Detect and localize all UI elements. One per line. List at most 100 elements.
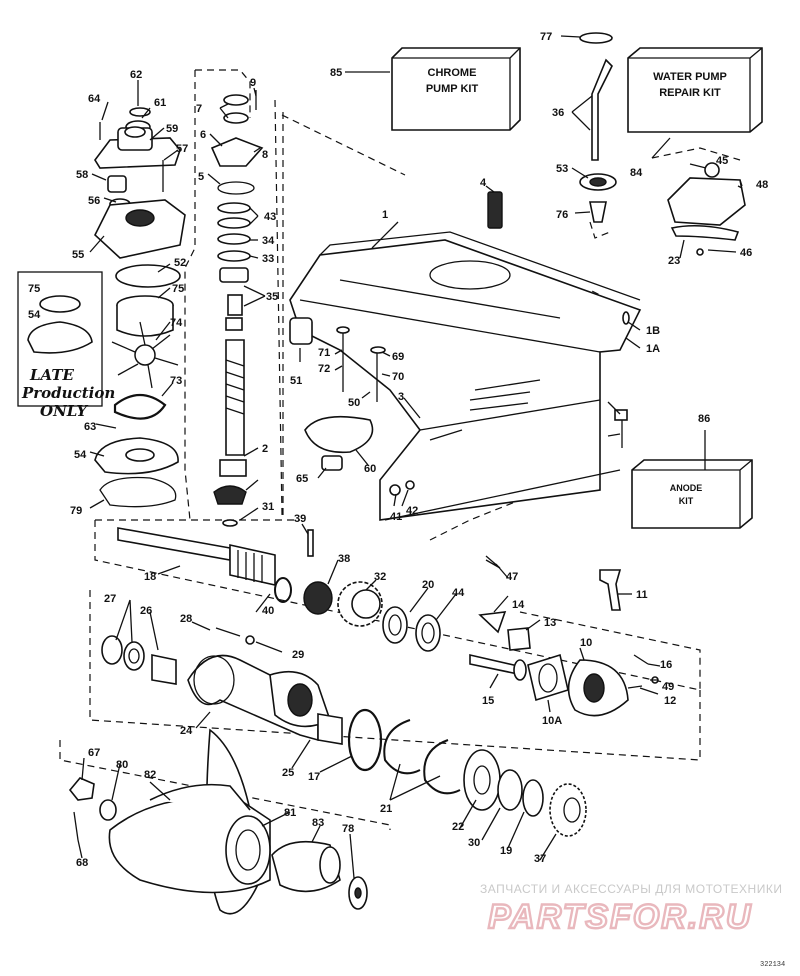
part-label: 20 — [422, 579, 434, 591]
part-label: 44 — [452, 587, 465, 599]
part-label: 15 — [482, 695, 494, 707]
part-label: 50 — [348, 397, 360, 409]
part-label: 33 — [262, 253, 274, 265]
part-label: 72 — [318, 363, 330, 375]
part-label: 53 — [556, 163, 568, 175]
chrome-pump-kit-line1: CHROME — [428, 67, 477, 79]
water-tube-parts — [579, 32, 746, 256]
anode-kit-line2: KIT — [679, 496, 694, 506]
leader-lines — [77, 35, 743, 879]
part-label: 40 — [262, 605, 274, 617]
part-label: 65 — [296, 473, 308, 485]
water-pump-kit-line1: WATER PUMP — [653, 71, 727, 83]
part-label: 21 — [380, 803, 392, 815]
part-label: 49 — [662, 681, 674, 693]
part-label: 2 — [262, 443, 268, 455]
part-label: 80 — [116, 759, 128, 771]
watermark-line1: ЗАПЧАСТИ И АКСЕССУАРЫ ДЛЯ МОТОТЕХНИКИ — [480, 882, 782, 896]
part-label: 10 — [580, 637, 592, 649]
part-label: 76 — [556, 209, 568, 221]
part-label: 39 — [294, 513, 306, 525]
part-label: 24 — [180, 725, 193, 737]
part-label: 71 — [318, 347, 330, 359]
part-label: 51 — [290, 375, 302, 387]
part-label: 46 — [740, 247, 752, 259]
bearing-housing — [101, 635, 587, 837]
part-label: 81 — [284, 807, 296, 819]
part-label: 54 — [74, 449, 87, 461]
part-label: 82 — [144, 769, 156, 781]
chrome-pump-kit-box: CHROME PUMP KIT — [391, 47, 521, 131]
chrome-pump-kit-line2: PUMP KIT — [426, 83, 479, 95]
anode-kit-box: ANODE KIT — [631, 459, 753, 529]
part-label: 36 — [552, 107, 564, 119]
part-label: 58 — [76, 169, 88, 181]
part-label: 16 — [660, 659, 672, 671]
part-label: 78 — [342, 823, 354, 835]
part-label: 56 — [88, 195, 100, 207]
part-label: 61 — [154, 97, 166, 109]
part-label: 10A — [542, 715, 562, 727]
part-label: 83 — [312, 817, 324, 829]
water-pump-repair-kit-box: WATER PUMP REPAIR KIT — [627, 47, 763, 133]
part-label: 77 — [540, 31, 552, 43]
part-label: 55 — [72, 249, 84, 261]
part-label: 17 — [308, 771, 320, 783]
label-86: 86 — [698, 413, 710, 425]
part-label: 11 — [636, 589, 648, 601]
part-label: 42 — [406, 505, 418, 517]
water-pump-kit-line2: REPAIR KIT — [659, 87, 721, 99]
part-label: 9 — [250, 77, 256, 89]
part-label: 79 — [70, 505, 82, 517]
late-production-box: LATE Production ONLY — [17, 271, 115, 420]
part-label: 67 — [88, 747, 100, 759]
part-label: 7 — [196, 103, 202, 115]
driveshaft-column — [210, 90, 264, 527]
part-label: 1B — [646, 325, 660, 337]
part-label: 64 — [88, 93, 101, 105]
anode-kit-line1: ANODE — [670, 483, 703, 493]
part-label: 5 — [198, 171, 204, 183]
part-label: 12 — [664, 695, 676, 707]
part-label: 4 — [480, 177, 487, 189]
part-label: 60 — [364, 463, 376, 475]
part-label: 19 — [500, 845, 512, 857]
part-label: 59 — [166, 123, 178, 135]
water-pump-components — [94, 107, 186, 508]
part-label: 38 — [338, 553, 350, 565]
handwritten-line2: Production — [21, 384, 115, 402]
part-label: 52 — [174, 257, 186, 269]
part-label: 43 — [264, 211, 276, 223]
part-label: 31 — [262, 501, 274, 513]
part-label: 74 — [170, 317, 183, 329]
part-label: 45 — [716, 155, 728, 167]
part-label: 1A — [646, 343, 660, 355]
part-label: 23 — [668, 255, 680, 267]
dashed-group-outlines — [59, 69, 741, 830]
part-label: 29 — [292, 649, 304, 661]
part-label: 1 — [382, 209, 388, 221]
part-number-labels: 85 84 86 1 1A 1B 2 3 4 5 6 7 8 9 10 10A … — [28, 31, 768, 869]
part-label: 34 — [262, 235, 275, 247]
part-label-54-inset: 54 — [28, 309, 41, 321]
part-label-75-inset: 75 — [28, 283, 40, 295]
part-label: 13 — [544, 617, 556, 629]
part-label: 14 — [512, 599, 525, 611]
handwritten-line3: ONLY — [40, 402, 88, 420]
part-label: 28 — [180, 613, 192, 625]
handwritten-line1: LATE — [29, 366, 75, 384]
part-label: 18 — [144, 571, 156, 583]
part-label: 69 — [392, 351, 404, 363]
part-label: 73 — [170, 375, 182, 387]
part-label: 30 — [468, 837, 480, 849]
part-label: 3 — [398, 391, 404, 403]
part-label: 68 — [76, 857, 88, 869]
part-label: 62 — [130, 69, 142, 81]
part-label: 22 — [452, 821, 464, 833]
part-label: 26 — [140, 605, 152, 617]
part-label: 25 — [282, 767, 294, 779]
watermark-line2: PARTSFOR.RU — [488, 898, 752, 936]
label-84: 84 — [630, 167, 643, 179]
part-label: 57 — [176, 143, 188, 155]
